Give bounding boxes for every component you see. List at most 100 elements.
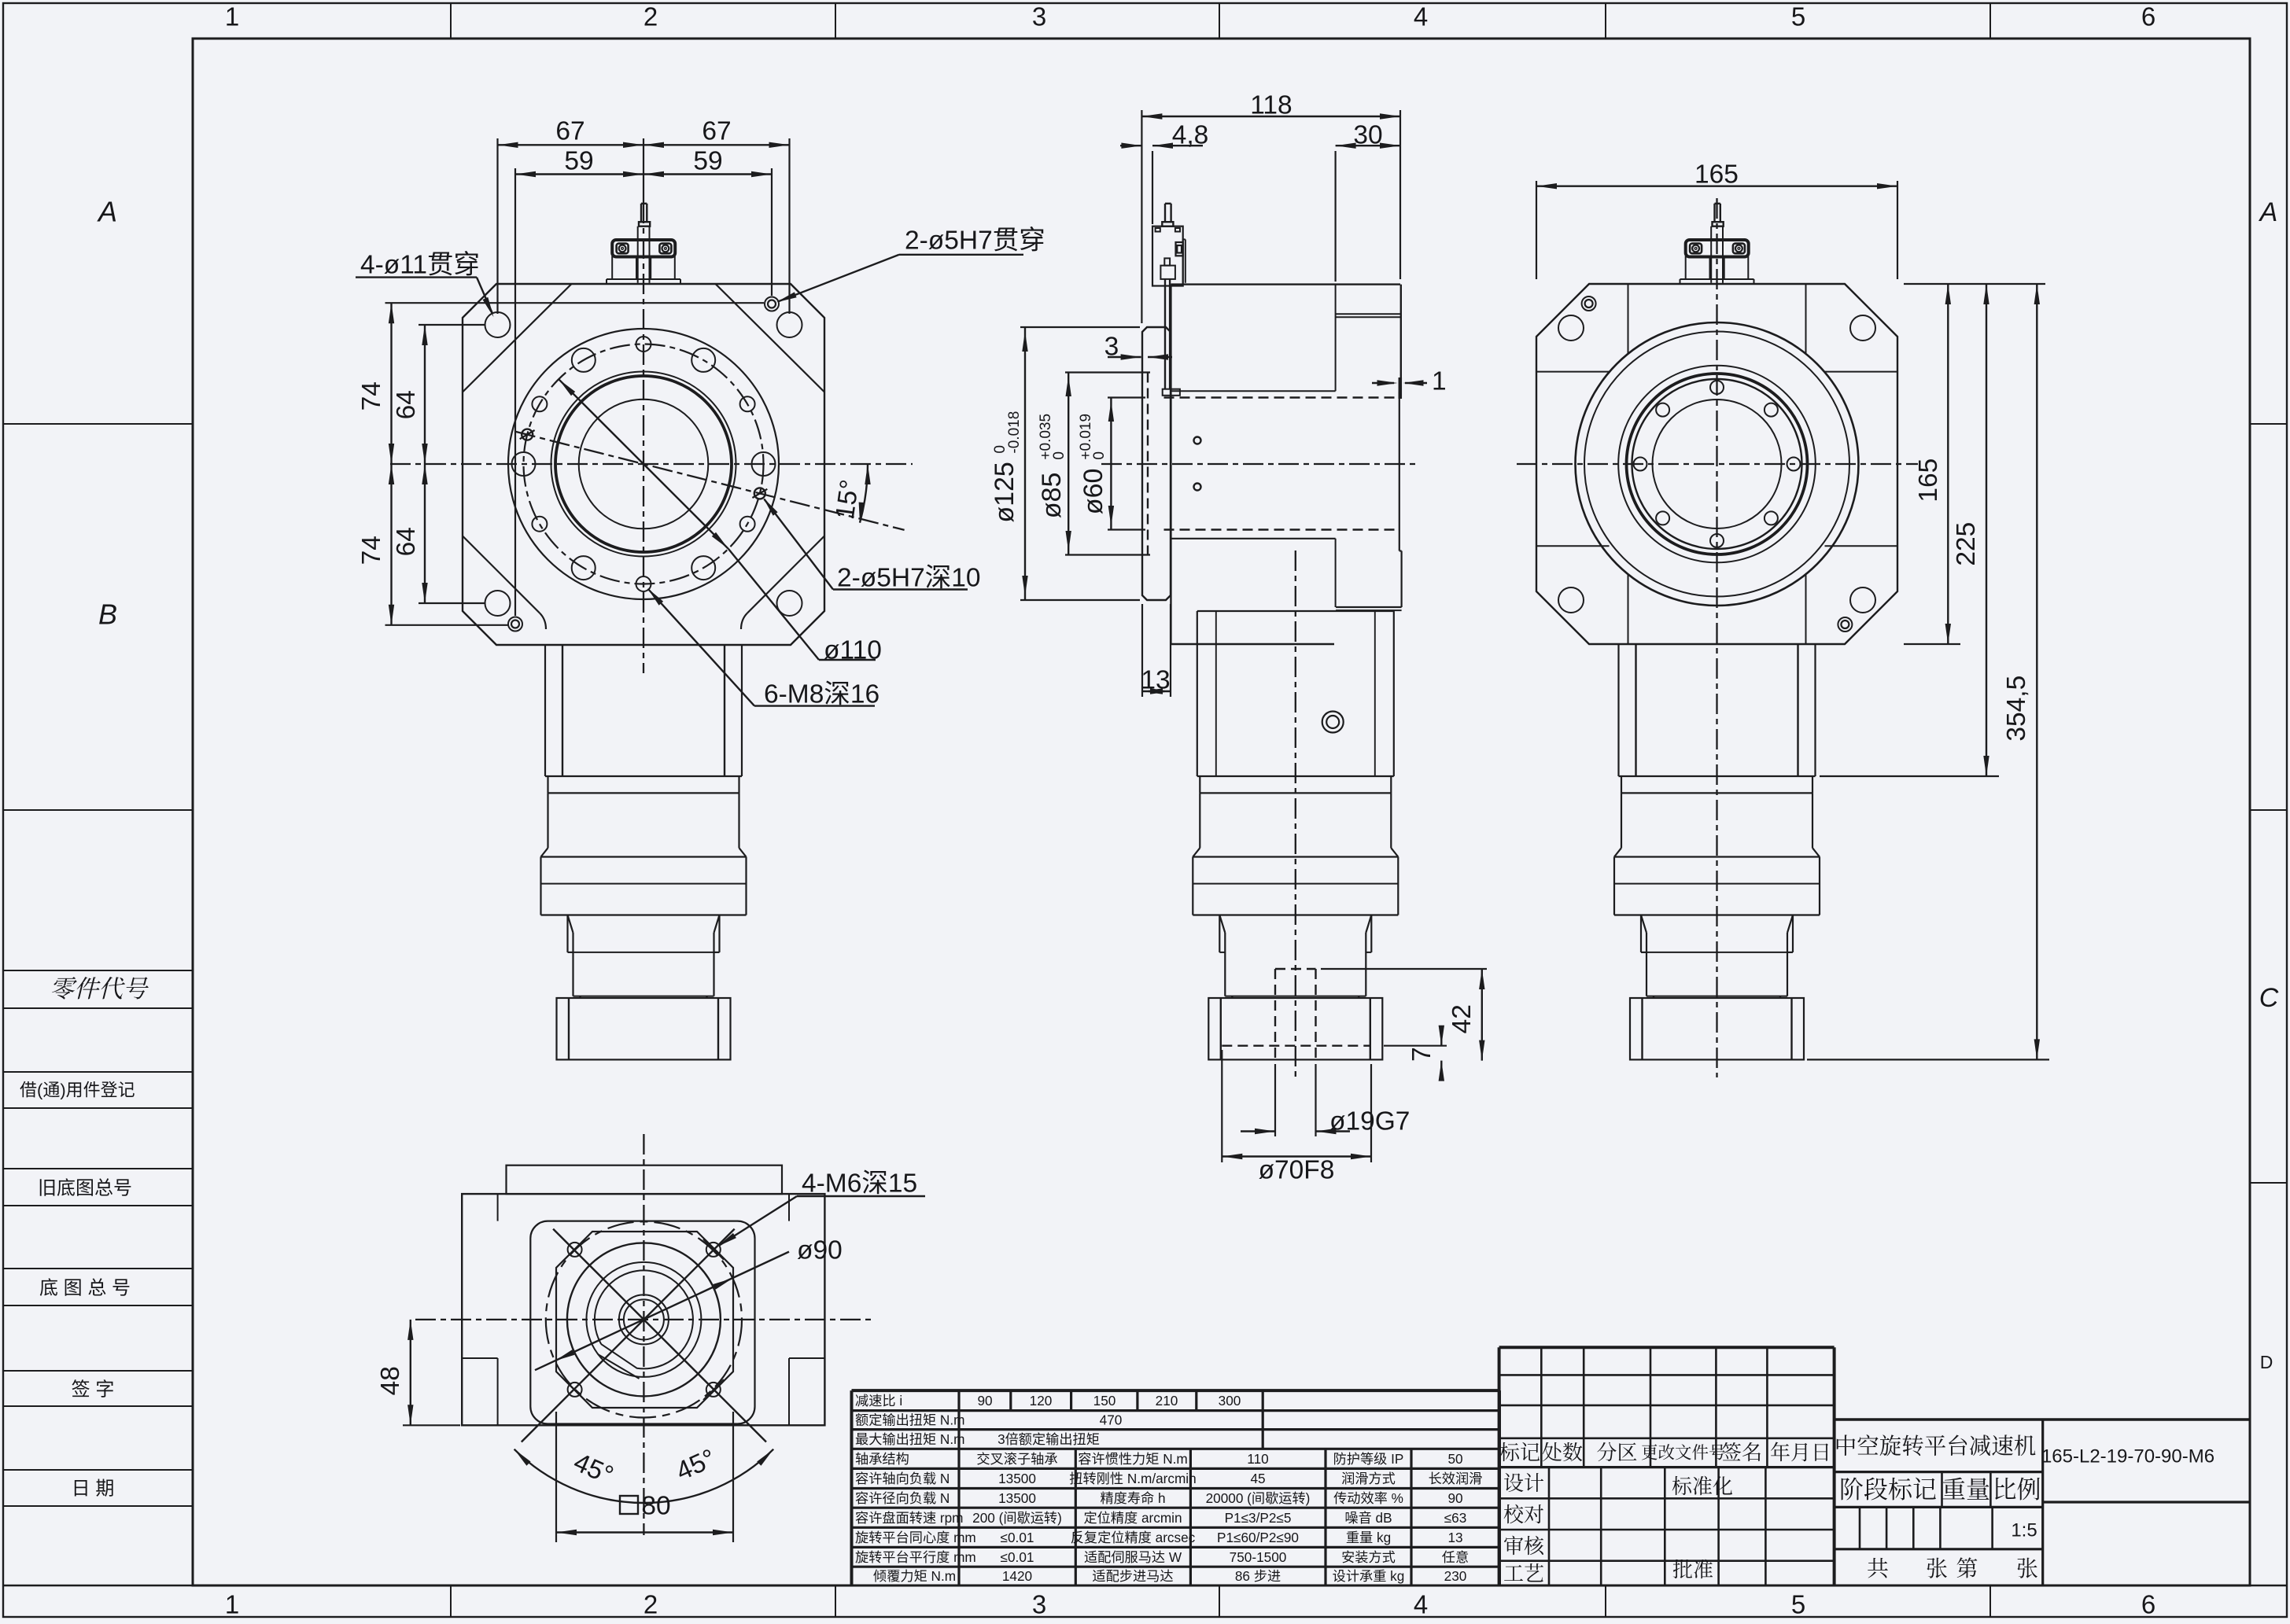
svg-text:13: 13	[1447, 1530, 1462, 1545]
svg-text:标记: 标记	[1499, 1441, 1540, 1464]
svg-text:签 字: 签 字	[72, 1379, 115, 1400]
svg-text:2-ø5H7深10: 2-ø5H7深10	[837, 564, 980, 593]
svg-text:74: 74	[357, 536, 386, 565]
svg-text:59: 59	[564, 147, 593, 176]
svg-text:118: 118	[1250, 91, 1292, 120]
svg-text:2-ø5H7贯穿: 2-ø5H7贯穿	[905, 226, 1045, 256]
svg-text:150: 150	[1093, 1393, 1116, 1409]
svg-text:P1≤60/P2≤90: P1≤60/P2≤90	[1217, 1530, 1299, 1545]
svg-text:3: 3	[1032, 1590, 1046, 1619]
svg-text:润滑方式: 润滑方式	[1341, 1471, 1396, 1486]
svg-text:反复定位精度 arcsec: 反复定位精度 arcsec	[1071, 1530, 1196, 1545]
svg-text:2: 2	[643, 2, 658, 31]
svg-text:4,8: 4,8	[1172, 121, 1209, 150]
svg-text:470: 470	[1100, 1412, 1123, 1428]
svg-text:标准化: 标准化	[1672, 1475, 1733, 1498]
svg-text:重量 kg: 重量 kg	[1346, 1530, 1391, 1545]
svg-text:59: 59	[693, 147, 722, 176]
svg-text:80: 80	[641, 1492, 670, 1521]
svg-text:67: 67	[555, 117, 584, 146]
svg-text:90: 90	[977, 1393, 992, 1409]
svg-text:底 图 总 号: 底 图 总 号	[39, 1277, 131, 1298]
svg-text:精度寿命 h: 精度寿命 h	[1100, 1490, 1165, 1506]
svg-text:安装方式: 安装方式	[1341, 1549, 1396, 1565]
svg-text:旋转平台平行度 mm: 旋转平台平行度 mm	[855, 1549, 976, 1565]
svg-text:0: 0	[1091, 451, 1108, 460]
svg-text:5: 5	[1791, 1590, 1805, 1619]
svg-text:签名: 签名	[1721, 1441, 1762, 1464]
svg-text:分区: 分区	[1596, 1441, 1637, 1464]
svg-text:120: 120	[1030, 1393, 1053, 1409]
svg-text:64: 64	[392, 390, 421, 419]
svg-text:容许径向负载 N: 容许径向负载 N	[855, 1490, 950, 1506]
svg-text:传动效率 %: 传动效率 %	[1333, 1490, 1403, 1506]
svg-text:4: 4	[1414, 1590, 1428, 1619]
svg-text:165: 165	[1694, 160, 1739, 190]
svg-text:3倍额定输出扭矩: 3倍额定输出扭矩	[997, 1431, 1100, 1447]
svg-text:74: 74	[357, 381, 386, 411]
svg-text:1: 1	[225, 1590, 239, 1619]
svg-text:共: 共	[1867, 1556, 1889, 1581]
svg-text:比例: 比例	[1993, 1476, 2041, 1504]
svg-text:ø60: ø60	[1079, 469, 1108, 515]
svg-text:工艺: 工艺	[1503, 1562, 1544, 1585]
svg-text:交叉滚子轴承: 交叉滚子轴承	[976, 1451, 1057, 1467]
svg-text:90: 90	[1447, 1490, 1462, 1506]
svg-text:A: A	[2259, 197, 2278, 227]
svg-text:354,5: 354,5	[2002, 676, 2031, 742]
svg-text:张: 张	[2016, 1556, 2038, 1581]
svg-text:+0.019: +0.019	[1078, 414, 1094, 460]
svg-text:45°: 45°	[570, 1448, 618, 1490]
svg-text:长效润滑: 长效润滑	[1429, 1471, 1483, 1486]
svg-text:30: 30	[1353, 121, 1382, 150]
svg-text:7: 7	[1407, 1047, 1436, 1062]
svg-text:4-M6深15: 4-M6深15	[802, 1169, 917, 1199]
svg-text:67: 67	[702, 117, 731, 146]
svg-text:旋转平台同心度 mm: 旋转平台同心度 mm	[855, 1530, 976, 1545]
svg-text:A: A	[97, 196, 117, 228]
svg-text:任意: 任意	[1442, 1549, 1469, 1565]
svg-text:适配步进马达: 适配步进马达	[1092, 1568, 1173, 1584]
svg-text:86 步进: 86 步进	[1235, 1568, 1281, 1584]
svg-text:300: 300	[1219, 1393, 1241, 1409]
svg-text:最大输出扭矩 N.m: 最大输出扭矩 N.m	[855, 1431, 964, 1447]
svg-text:1: 1	[1432, 367, 1447, 396]
svg-text:210: 210	[1156, 1393, 1178, 1409]
svg-text:借(通)用件登记: 借(通)用件登记	[20, 1081, 135, 1100]
svg-text:2: 2	[643, 1590, 658, 1619]
svg-text:P1≤3/P2≤5: P1≤3/P2≤5	[1225, 1510, 1292, 1526]
svg-text:1:5: 1:5	[2011, 1519, 2037, 1541]
svg-text:更改文件号: 更改文件号	[1641, 1444, 1726, 1463]
svg-text:轴承结构: 轴承结构	[855, 1451, 909, 1467]
svg-text:4-ø11贯穿: 4-ø11贯穿	[360, 251, 480, 280]
svg-text:165: 165	[1914, 458, 1943, 503]
svg-text:45°: 45°	[672, 1444, 720, 1486]
svg-text:6-M8深16: 6-M8深16	[764, 680, 879, 709]
svg-text:110: 110	[1247, 1451, 1268, 1467]
svg-text:容许盘面转速 rpm: 容许盘面转速 rpm	[855, 1510, 964, 1526]
svg-text:定位精度 arcmin: 定位精度 arcmin	[1083, 1510, 1182, 1526]
svg-text:750-1500: 750-1500	[1230, 1549, 1287, 1565]
svg-text:3: 3	[1032, 2, 1046, 31]
svg-text:处数: 处数	[1542, 1441, 1583, 1464]
svg-text:4: 4	[1414, 2, 1428, 31]
svg-text:200 (间歇运转): 200 (间歇运转)	[972, 1510, 1062, 1526]
svg-text:噪音 dB: 噪音 dB	[1344, 1510, 1392, 1526]
svg-text:校对: 校对	[1503, 1503, 1544, 1526]
svg-text:6: 6	[2141, 1590, 2155, 1619]
svg-text:阶段标记: 阶段标记	[1839, 1476, 1937, 1504]
svg-text:批准: 批准	[1672, 1558, 1713, 1582]
svg-text:+0.035: +0.035	[1038, 414, 1054, 460]
svg-text:ø19G7: ø19G7	[1329, 1107, 1410, 1136]
svg-text:倾覆力矩 N.m: 倾覆力矩 N.m	[873, 1568, 956, 1584]
svg-text:0: 0	[1051, 451, 1068, 460]
svg-text:旧底图总号: 旧底图总号	[38, 1177, 132, 1199]
svg-text:适配伺服马达 W: 适配伺服马达 W	[1084, 1549, 1182, 1565]
svg-text:日 期: 日 期	[72, 1478, 115, 1499]
svg-text:-0.018: -0.018	[1006, 411, 1023, 454]
svg-text:审核: 审核	[1503, 1534, 1545, 1558]
svg-text:防护等级 IP: 防护等级 IP	[1333, 1451, 1404, 1467]
svg-text:C: C	[2259, 983, 2279, 1013]
svg-text:1: 1	[225, 2, 239, 31]
svg-text:容许轴向负载 N: 容许轴向负载 N	[855, 1471, 950, 1486]
